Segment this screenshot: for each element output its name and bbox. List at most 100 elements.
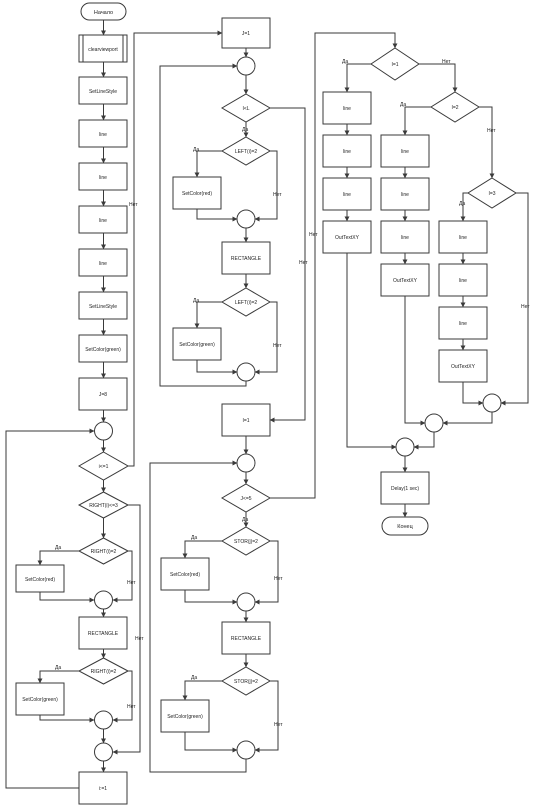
connector-left-3 — [94, 710, 113, 730]
edge-no-1: Нет — [127, 580, 136, 586]
line-r2a-block — [380, 134, 430, 168]
line-1-label: line — [99, 132, 107, 138]
line-r3b-label: line — [459, 278, 467, 284]
connector-mid-1 — [236, 56, 256, 76]
line-1-block — [78, 119, 128, 148]
i-eq-1-bottom-label: i:=1 — [99, 786, 107, 792]
rectangle-b-block — [221, 241, 271, 275]
line-4-block — [78, 248, 128, 277]
decision-right-le-3-label: RIGHT(i)<=3 — [89, 503, 118, 509]
clearviewport-block — [78, 34, 128, 63]
setlinestyle-2-label: SetLineStyle — [89, 304, 117, 310]
outtextxy-r3-label: OutTextXY — [451, 364, 476, 370]
edge-no-13: Нет — [521, 304, 530, 310]
clearviewport-label: clearviewport — [88, 47, 118, 53]
line-r1a-label: line — [343, 106, 351, 112]
setcolor-red-b-block — [172, 176, 222, 210]
edge-yes-4: Да — [193, 147, 199, 153]
decision-j-le-5-label: J<=5 — [240, 496, 251, 502]
edge-no-2: Нет — [127, 704, 136, 710]
edge-yes-6: Да — [242, 517, 248, 523]
j-eq-1-top-block — [221, 17, 271, 49]
decision-right-eq-2-a — [77, 537, 130, 565]
edge-yes-2: Да — [55, 665, 61, 671]
rectangle-a-label: RECTANGLE — [88, 631, 119, 637]
line-4-label: line — [99, 261, 107, 267]
outtextxy-r2-label: OutTextXY — [393, 278, 418, 284]
setcolor-green-b-label: SetColor(green) — [179, 342, 215, 348]
j-eq-8-block — [78, 377, 128, 411]
left-column: Начало clearviewport SetLineStyle line l… — [5, 2, 223, 805]
decision-right-eq-2-a-label: RIGHT(i)=2 — [91, 549, 117, 555]
edge-no-5: Нет — [273, 192, 282, 198]
rectangle-b-label: RECTANGLE — [231, 256, 262, 262]
connector-left-4 — [94, 742, 113, 762]
setlinestyle-2-block — [78, 291, 128, 320]
rectangle-c-block — [221, 621, 271, 655]
outtextxy-r1-block — [322, 220, 372, 254]
decision-i-eq-2 — [430, 91, 480, 123]
j-eq-8-label: J=8 — [99, 392, 107, 398]
decision-i-eq-3 — [467, 177, 517, 209]
decision-i-lt-L-label: I<L — [242, 106, 249, 112]
setcolor-red-c-block — [160, 557, 210, 591]
line-r1b-block — [322, 134, 372, 168]
line-2-label: line — [99, 175, 107, 181]
line-r3c-label: line — [459, 321, 467, 327]
decision-left-eq-2-a-label: LEFT(i)=2 — [235, 149, 258, 155]
setcolor-red-a-label: SetColor(red) — [25, 577, 55, 583]
edge-yes-11: Да — [459, 201, 465, 207]
decision-i-eq-1-label: I=1 — [391, 62, 398, 68]
end-terminal-label: Конец — [397, 524, 413, 530]
decision-stor-eq-2-a — [221, 526, 271, 556]
j-eq-1-top-label: J=1 — [242, 31, 250, 37]
decision-right-eq-2-b — [77, 657, 130, 685]
edge-no-3: Нет — [135, 636, 144, 642]
delay-block — [380, 471, 430, 505]
setcolor-green-a-label: SetColor(green) — [22, 697, 58, 703]
line-r2c-label: line — [401, 235, 409, 241]
connector-right-3 — [395, 437, 415, 457]
line-r2a-label: line — [401, 149, 409, 155]
outtextxy-r1-label: OutTextXY — [335, 235, 360, 241]
edge-yes-3: Да — [242, 127, 248, 133]
edge-no-4: Нет — [129, 202, 138, 208]
delay-label: Delay(1 sec) — [391, 486, 419, 492]
middle-column: J=1 I<L Да LEFT(i)=2 Да SetColor(red) Не… — [149, 17, 398, 773]
setcolor-red-b-label: SetColor(red) — [182, 191, 212, 197]
decision-stor-eq-2-b-label: STOR(j)=2 — [234, 679, 258, 685]
setcolor-red-c-label: SetColor(red) — [170, 572, 200, 578]
connector-left-1 — [94, 421, 113, 441]
edge-no-7: Нет — [299, 260, 308, 266]
i-eq-1-mid-label: I=1 — [242, 418, 249, 424]
edge-yes-9: Да — [342, 59, 348, 65]
edge-yes-5: Да — [193, 298, 199, 304]
setlinestyle-1-block — [78, 76, 128, 105]
edge-no-8: Нет — [274, 576, 283, 582]
edge-yes-8: Да — [191, 675, 197, 681]
connector-left-2 — [94, 590, 113, 610]
setcolor-green-top-label: SetColor(green) — [85, 347, 121, 353]
i-eq-1-bottom-block — [78, 771, 128, 805]
line-r1c-label: line — [343, 192, 351, 198]
edge-no-6: Нет — [273, 343, 282, 349]
edge-no-9: Нет — [274, 722, 283, 728]
edge-no-10: Нет — [309, 232, 318, 238]
line-r3a-label: line — [459, 235, 467, 241]
line-r2b-label: line — [401, 192, 409, 198]
right-column: I=1 Да line line line OutTextXY Нет I=2 … — [322, 47, 530, 536]
connector-right-2 — [424, 413, 444, 433]
setcolor-red-a-block — [15, 564, 65, 593]
decision-left-eq-2-b-label: LEFT(i)=2 — [235, 300, 258, 306]
line-r1c-block — [322, 177, 372, 211]
edge-no-12: Нет — [487, 128, 496, 134]
decision-left-eq-2-a — [221, 136, 271, 166]
edge-yes-7: Да — [191, 535, 197, 541]
start-terminal-label: Начало — [94, 10, 113, 16]
connector-mid-3 — [236, 362, 256, 382]
line-r3b-block — [438, 263, 488, 297]
connector-mid-5 — [236, 592, 256, 612]
edge-yes-10: Да — [400, 102, 406, 108]
setcolor-green-a-block — [15, 682, 65, 716]
